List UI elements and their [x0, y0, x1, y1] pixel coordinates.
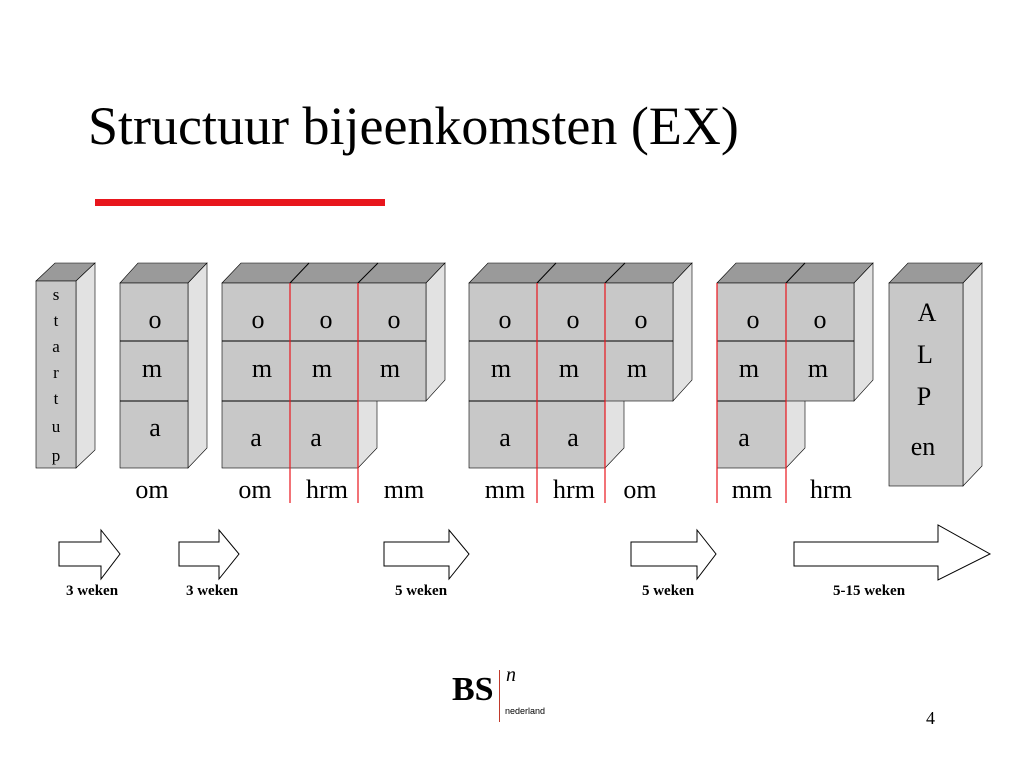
arrow-5: 5-15 weken: [793, 524, 992, 599]
block-1-cell-a: a: [149, 413, 161, 442]
block-3-label: hrm: [553, 475, 595, 504]
block-3-m: m: [559, 354, 579, 383]
startup-letter: s: [53, 285, 60, 304]
block-2-o: o: [252, 305, 265, 334]
startup-letter: t: [54, 389, 59, 408]
block-4-o: o: [747, 305, 760, 334]
alp-letter: A: [918, 298, 937, 327]
block-2: o o o m m m a a om hrm mm: [221, 262, 446, 504]
alp-letter: P: [917, 382, 931, 411]
arrow-2: 3 weken: [178, 528, 240, 599]
startup-letter: r: [53, 363, 59, 382]
block-2-m: m: [380, 354, 400, 383]
arrow-3-label: 5 weken: [395, 583, 448, 599]
block-3-label: mm: [485, 475, 525, 504]
block-2-a: a: [250, 423, 262, 452]
block-2-m: m: [252, 354, 272, 383]
arrow-4-label: 5 weken: [642, 583, 695, 599]
alp-block: A L P en: [888, 262, 983, 487]
logo-subtitle: nederland: [505, 706, 546, 716]
block-4-m: m: [808, 354, 828, 383]
block-4-label: hrm: [810, 475, 852, 504]
block-2-label: mm: [384, 475, 424, 504]
startup-letter: t: [54, 311, 59, 330]
logo-letters: BS: [452, 671, 494, 708]
block-2-o: o: [320, 305, 333, 334]
block-3-o: o: [635, 305, 648, 334]
block-3-m: m: [627, 354, 647, 383]
block-3-o: o: [499, 305, 512, 334]
block-1-cell-o: o: [149, 305, 162, 334]
alp-letter: L: [917, 340, 933, 369]
arrow-5-label: 5-15 weken: [833, 583, 906, 599]
startup-letter: u: [52, 417, 61, 436]
block-3: o o o m m m a a mm hrm om: [468, 262, 693, 504]
block-4-m: m: [739, 354, 759, 383]
page-number: 4: [926, 708, 935, 728]
logo-divider: [499, 670, 500, 722]
bsn-logo: BS n nederland: [452, 664, 562, 724]
block-1: o m a om: [119, 262, 208, 504]
arrow-1-label: 3 weken: [66, 583, 119, 599]
block-3-m: m: [491, 354, 511, 383]
block-2-m: m: [312, 354, 332, 383]
startup-letter: a: [52, 337, 60, 356]
logo-superscript: n: [506, 664, 516, 686]
alp-suffix: en: [911, 432, 936, 461]
arrow-3: 5 weken: [383, 528, 470, 599]
arrow-4: 5 weken: [630, 528, 717, 599]
block-2-label: om: [238, 475, 271, 504]
slide-title: Structuur bijeenkomsten (EX): [88, 96, 739, 156]
block-4-a: a: [738, 423, 750, 452]
block-3-o: o: [567, 305, 580, 334]
arrow-2-label: 3 weken: [186, 583, 239, 599]
block-4: o o m m a mm hrm: [716, 262, 874, 504]
block-3-label: om: [623, 475, 656, 504]
startup-letter: p: [52, 446, 61, 465]
block-2-a: a: [310, 423, 322, 452]
block-3-a: a: [567, 423, 579, 452]
block-3-a: a: [499, 423, 511, 452]
startup-block: s t a r t u p: [35, 262, 96, 469]
arrow-1: 3 weken: [58, 528, 121, 599]
block-4-o: o: [814, 305, 827, 334]
block-4-label: mm: [732, 475, 772, 504]
block-2-o: o: [388, 305, 401, 334]
block-1-label: om: [135, 475, 168, 504]
block-2-label: hrm: [306, 475, 348, 504]
block-1-cell-m: m: [142, 354, 162, 383]
title-underline: [95, 199, 385, 206]
